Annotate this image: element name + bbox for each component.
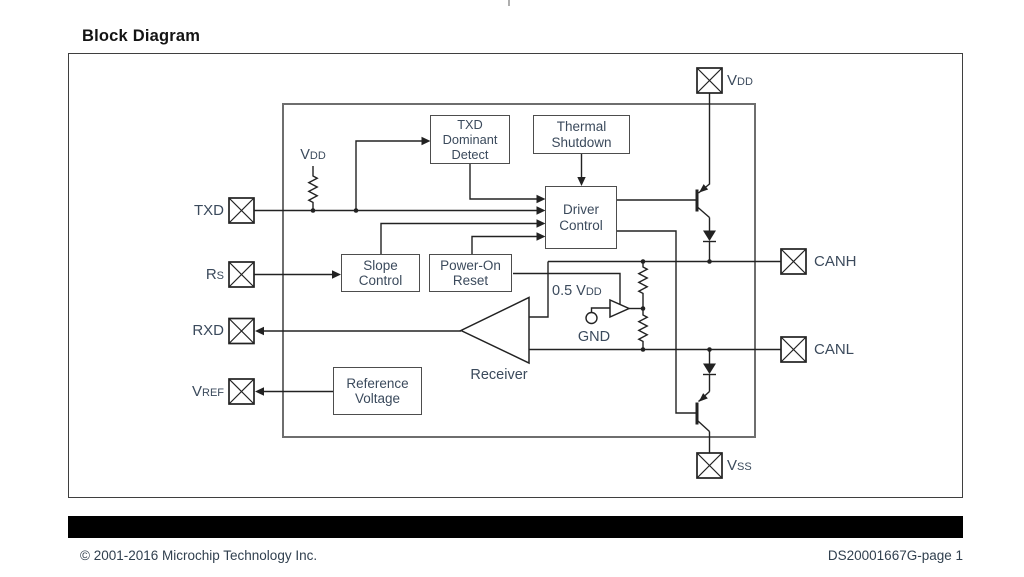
wire-canh-to-receiver: [529, 261, 549, 318]
block-line: Slope: [363, 257, 398, 273]
block-line: Driver: [563, 202, 599, 217]
block-line: Shutdown: [551, 134, 612, 150]
pin-label-txd: TXD: [194, 201, 224, 219]
canh-driver-transistor: [695, 183, 710, 219]
diode-triangle-icon: [703, 363, 716, 374]
wire-por-to-buffer: [513, 272, 621, 304]
block-line: Power-On: [440, 257, 501, 273]
page-title: Block Diagram: [82, 27, 201, 45]
canh-diode: [703, 217, 716, 262]
vdd-pullup-resistor: [307, 166, 319, 211]
pin-label-canh: CANH: [814, 253, 857, 270]
pin-rxd-symbol: [228, 317, 255, 345]
block-thermal-shutdown: Thermal Shutdown: [533, 115, 630, 154]
transistor-collector: [697, 206, 710, 219]
block-reference-voltage: Reference Voltage: [333, 367, 422, 415]
arrow-right-icon: [536, 194, 546, 204]
footer-divider-bar: [68, 516, 963, 538]
pullup-vdd-label: VDD: [300, 147, 326, 163]
wire-por-to-driver: [471, 232, 546, 254]
junction-dot: [640, 306, 646, 311]
half-vdd-buffer: [609, 298, 631, 319]
block-slope-control: Slope Control: [341, 254, 420, 292]
receiver-label: Receiver: [470, 367, 528, 383]
block-line: Detect: [451, 147, 489, 162]
wire-txd-to-driver: [254, 206, 546, 215]
junction-dot: [707, 259, 712, 264]
arrow-left-icon: [255, 326, 264, 336]
pin-label-rs: RS: [205, 265, 224, 283]
gnd-label: GND: [577, 328, 611, 345]
wire-refvoltage-to-vref: [255, 387, 333, 396]
pin-rs-symbol: [228, 261, 255, 288]
canl-diode: [703, 349, 716, 392]
pin-label-vss: VSS: [727, 456, 752, 474]
wire-driver-to-canl-transistor: [617, 230, 696, 414]
voltage-source-circle-icon: [585, 311, 598, 325]
pin-vref-symbol: [228, 378, 255, 405]
block-line: Control: [358, 273, 403, 288]
pin-vdd-symbol: [696, 67, 723, 94]
wire-thermal-to-driver: [577, 153, 586, 186]
junction-dot: [640, 259, 646, 264]
block-line: Voltage: [354, 391, 401, 406]
pin-label-canl: CANL: [814, 341, 855, 358]
arrow-right-icon: [332, 270, 341, 279]
block-driver-control: Driver Control: [545, 186, 617, 249]
pin-txd-symbol: [228, 197, 255, 224]
buffer-triangle-icon: [609, 298, 631, 319]
canl-driver-transistor: [695, 390, 710, 433]
arrow-right-icon: [536, 206, 546, 215]
receiver-comparator: [459, 296, 530, 365]
wire-rs-to-slope: [254, 270, 341, 279]
junction-dot: [640, 347, 646, 352]
arrow-left-icon: [255, 387, 264, 396]
wire-dominant-detect-to-driver: [469, 163, 546, 204]
block-line: Reset: [452, 273, 489, 288]
pin-label-rxd: RXD: [192, 322, 224, 339]
junction-dot: [310, 208, 316, 213]
block-line: TXD: [457, 117, 483, 132]
pin-canl-symbol: [780, 336, 807, 363]
block-line: Reference: [346, 375, 409, 391]
pin-canh-symbol: [780, 248, 807, 275]
divider-resistor-bottom: [637, 308, 649, 350]
wire-slope-to-driver: [380, 219, 546, 254]
arrow-right-icon: [536, 232, 546, 241]
pin-vss-symbol: [696, 452, 723, 479]
diode-triangle-icon: [703, 230, 716, 241]
footer-copyright: © 2001-2016 Microchip Technology Inc.: [80, 548, 318, 563]
receiver-triangle-icon: [459, 296, 530, 365]
block-line: Control: [559, 217, 603, 233]
arrow-right-icon: [536, 219, 546, 228]
emitter-arrow-icon: [698, 393, 708, 402]
block-line: Dominant: [442, 132, 498, 147]
pin-label-vdd: VDD: [727, 71, 753, 89]
block-line: Thermal: [556, 119, 607, 134]
arrow-down-icon: [577, 177, 586, 186]
wire-txd-to-dominant-detect: [355, 136, 431, 211]
wire-receiver-to-rxd: [255, 326, 461, 336]
half-vdd-source: [585, 307, 610, 325]
arrow-right-icon: [421, 136, 431, 146]
diagram-frame: [68, 53, 963, 498]
pin-label-vref: VREF: [191, 382, 224, 400]
footer-doc-ref: DS20001667G-page 1: [827, 548, 963, 563]
ic-boundary-box: [282, 103, 756, 438]
block-txd-dominant-detect: TXD Dominant Detect: [430, 115, 510, 164]
block-power-on-reset: Power-On Reset: [429, 254, 512, 292]
transistor-emitter: [697, 420, 710, 433]
emitter-arrow-icon: [699, 184, 709, 193]
divider-resistor-top: [637, 261, 649, 309]
half-vdd-label: 0.5 VDD: [552, 282, 602, 299]
